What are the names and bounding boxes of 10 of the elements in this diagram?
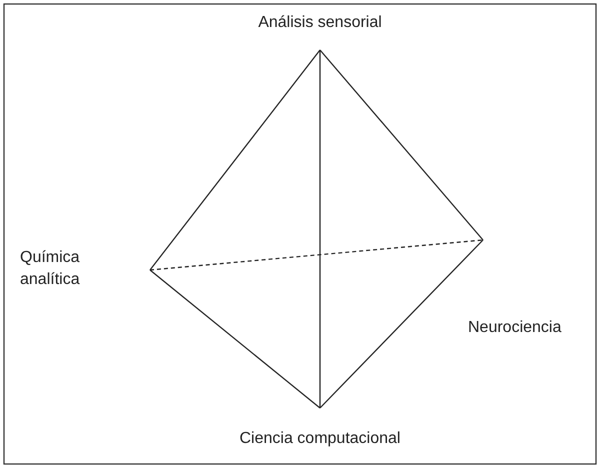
vertex-label: Neurociencia xyxy=(468,317,578,339)
edge-line xyxy=(320,240,484,408)
dashed-edge xyxy=(150,239,484,271)
edge-line xyxy=(150,270,320,408)
edge-line xyxy=(319,50,321,408)
edge-line xyxy=(150,50,320,270)
vertex-label: Análisis sensorial xyxy=(255,12,385,34)
vertex-label: Ciencia computacional xyxy=(230,428,410,450)
vertex-label: Química analítica xyxy=(20,247,110,291)
edge-line xyxy=(320,50,484,240)
